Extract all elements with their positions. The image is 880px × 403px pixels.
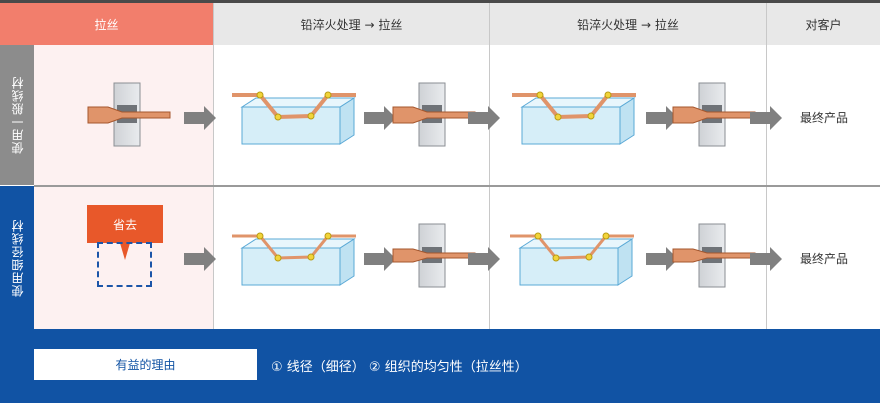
process-row-1 xyxy=(87,82,782,147)
lead-bath-icon xyxy=(510,232,634,286)
arrow-icon xyxy=(184,106,216,130)
arrow-icon xyxy=(364,247,396,271)
column-divider-2 xyxy=(489,3,490,329)
omitted-step-placeholder xyxy=(97,242,152,287)
arrow-icon xyxy=(364,106,396,130)
omitted-badge-pointer xyxy=(120,243,130,260)
column-divider-3 xyxy=(766,3,767,329)
arrow-icon xyxy=(468,106,500,130)
row-divider xyxy=(34,185,880,187)
header-drawing: 拉丝 xyxy=(0,3,214,45)
drawing-die-icon xyxy=(392,82,476,147)
header-lead-patenting-2: 铅淬火处理 → 拉丝 xyxy=(490,3,767,45)
drawing-die-icon xyxy=(672,223,756,288)
lead-bath-icon xyxy=(232,232,356,286)
lead-bath-icon xyxy=(232,91,356,145)
row-label-fine-wire: 使用细径线材 xyxy=(0,186,34,329)
row-label-general-wire: 使用一般线材 xyxy=(0,45,34,185)
final-product-label: 最终产品 xyxy=(800,252,849,266)
arrow-icon xyxy=(750,247,782,271)
arrow-icon xyxy=(184,247,216,271)
lead-bath-icon xyxy=(512,91,636,145)
top-border xyxy=(0,0,880,3)
final-product-label: 最终产品 xyxy=(800,111,849,125)
header-to-customer: 对客户 xyxy=(767,3,880,45)
header-lead-patenting-1-label: 铅淬火处理 → 拉丝 xyxy=(300,17,403,32)
header-lead-patenting-2-label: 铅淬火处理 → 拉丝 xyxy=(577,17,679,32)
drawing-die-icon xyxy=(392,223,476,288)
row-label-general-wire-text: 使用一般线材 xyxy=(10,76,25,154)
header-to-customer-label: 对客户 xyxy=(805,17,842,32)
arrow-icon xyxy=(646,247,678,271)
benefit-reason-list: ① 线径（细径） ② 组织的均匀性（拉丝性） xyxy=(271,360,528,375)
header-lead-patenting-1: 铅淬火处理 → 拉丝 xyxy=(214,3,490,45)
drawing-die-icon xyxy=(672,82,756,147)
benefit-reason-title: 有益的理由 xyxy=(34,349,257,380)
omitted-badge: 省去 xyxy=(87,205,163,243)
column-divider-1 xyxy=(213,3,214,329)
row-label-fine-wire-text: 使用细径线材 xyxy=(10,218,25,297)
header-drawing-label: 拉丝 xyxy=(94,17,119,32)
arrow-icon xyxy=(750,106,782,130)
drawing-die-icon xyxy=(87,82,171,147)
process-row-2 xyxy=(184,223,782,288)
arrow-icon xyxy=(646,106,678,130)
arrow-icon xyxy=(468,247,500,271)
